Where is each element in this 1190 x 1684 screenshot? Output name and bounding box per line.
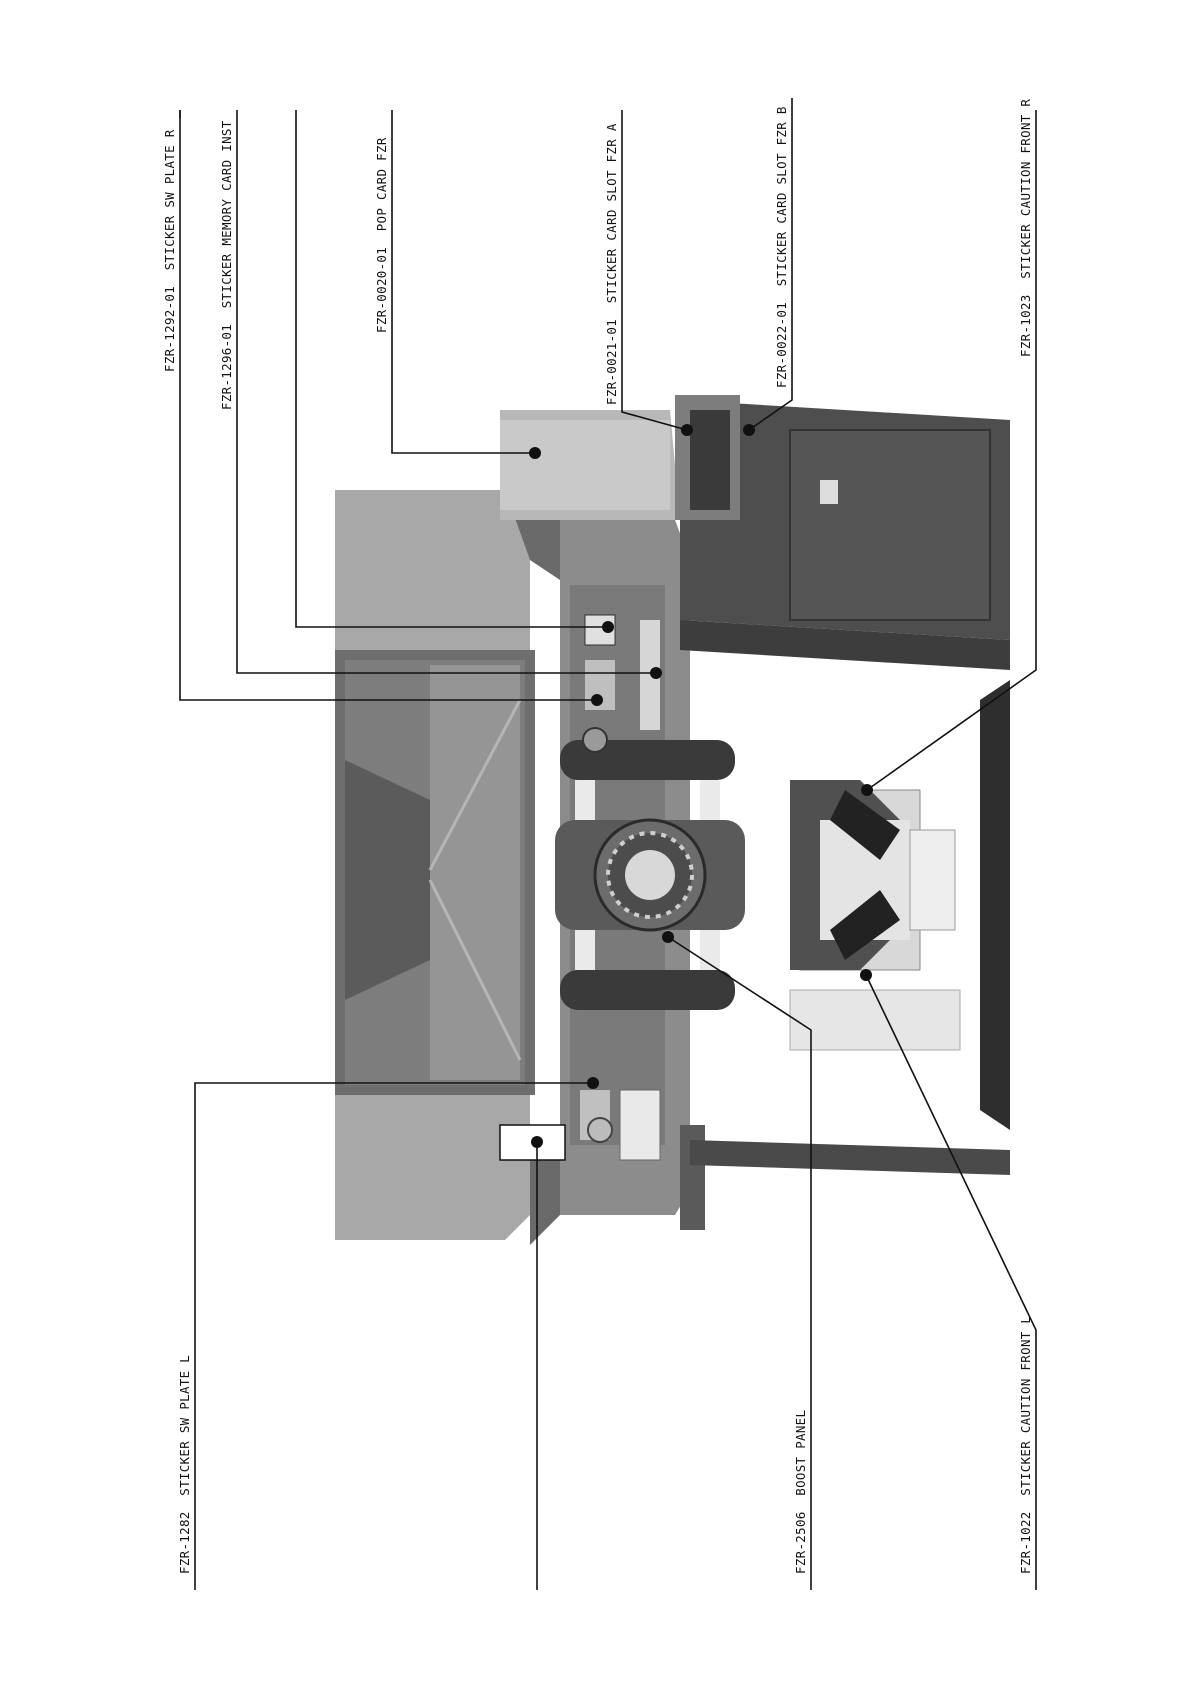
- label-sw-plate-r: FZR-1292-01 STICKER SW PLATE R: [164, 129, 177, 372]
- leader-pop-card: [392, 110, 535, 453]
- dot-memory-card-inst: [650, 667, 662, 679]
- dot-sw-plate-l: [587, 1077, 599, 1089]
- dot-unlabeled: [602, 621, 614, 633]
- dot-caution-front-l: [860, 969, 872, 981]
- label-pop-card: FZR-0020-01 POP CARD FZR: [376, 137, 389, 333]
- label-caution-front-l: FZR-1022 STICKER CAUTION FRONT L: [1020, 1316, 1033, 1574]
- dot-card-slot-b: [743, 424, 755, 436]
- label-sw-plate-l: FZR-1282 STICKER SW PLATE L: [179, 1355, 192, 1574]
- dot-boost-panel: [531, 1136, 543, 1148]
- label-boost-panel: FZR-2506 BOOST PANEL: [795, 1410, 808, 1574]
- dot-caution-front-r: [861, 784, 873, 796]
- dot-sw-plate-r: [591, 694, 603, 706]
- leader-card-slot-a: [622, 110, 687, 430]
- dot-card-slot-a: [681, 424, 693, 436]
- cabinet-illustration: [335, 395, 1010, 1245]
- label-card-slot-b: FZR-0022-01 STICKER CARD SLOT FZR B: [776, 106, 789, 388]
- label-memory-card-inst: FZR-1296-01 STICKER MEMORY CARD INST: [221, 120, 234, 410]
- leader-caution-front-l: [866, 975, 1036, 1590]
- label-caution-front-r: FZR-1023 STICKER CAUTION FRONT R: [1020, 99, 1033, 357]
- dot-pop-card: [529, 447, 541, 459]
- dot-wheel: [662, 931, 674, 943]
- label-card-slot-a: FZR-0021-01 STICKER CARD SLOT FZR A: [606, 123, 619, 405]
